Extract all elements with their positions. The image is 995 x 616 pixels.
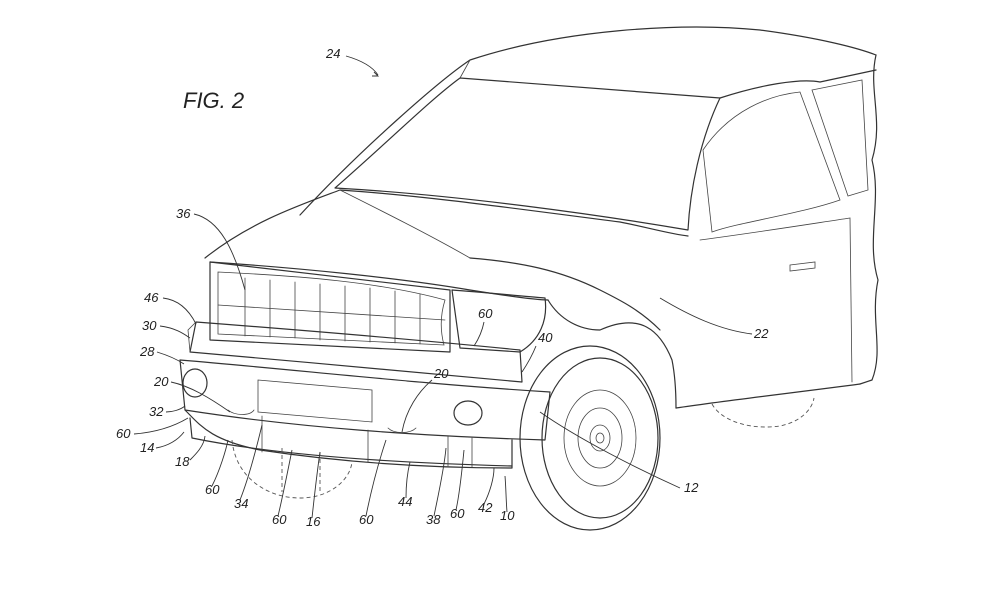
ref-28: 28 [139,344,155,359]
ref-12: 12 [684,480,699,495]
grille [209,261,451,353]
lower-bumper [179,359,551,441]
ref-40: 40 [538,330,553,345]
reference-numerals: 24 36 46 30 28 20 32 60 14 18 60 34 60 1… [116,46,769,529]
ref-14: 14 [140,440,154,455]
ref-60-lower-left: 60 [205,482,220,497]
leader-lines [133,55,753,519]
upper-bumper-bar [187,321,523,383]
ref-60-center: 60 [359,512,374,527]
ref-34: 34 [234,496,248,511]
ref-60-center-left: 60 [272,512,287,527]
ref-22: 22 [753,326,769,341]
ref-20-right: 20 [433,366,449,381]
ref-38: 38 [426,512,441,527]
ref-44: 44 [398,494,412,509]
ref-60-left: 60 [116,426,131,441]
ref-46: 46 [144,290,159,305]
ref-20-left: 20 [153,374,169,389]
ref-60-upper: 60 [478,306,493,321]
ref-60-center-right: 60 [450,506,465,521]
ref-18: 18 [175,454,190,469]
figure-title: FIG. 2 [183,88,244,113]
ref-32: 32 [149,404,164,419]
ref-10: 10 [500,508,515,523]
ref-16: 16 [306,514,321,529]
ref-42: 42 [478,500,493,515]
ref-36: 36 [176,206,191,221]
ref-30: 30 [142,318,157,333]
hidden-wheels [231,397,815,499]
air-dam [184,409,513,469]
front-wheel [519,345,661,531]
truck-body [204,26,879,409]
ref-24: 24 [325,46,340,61]
